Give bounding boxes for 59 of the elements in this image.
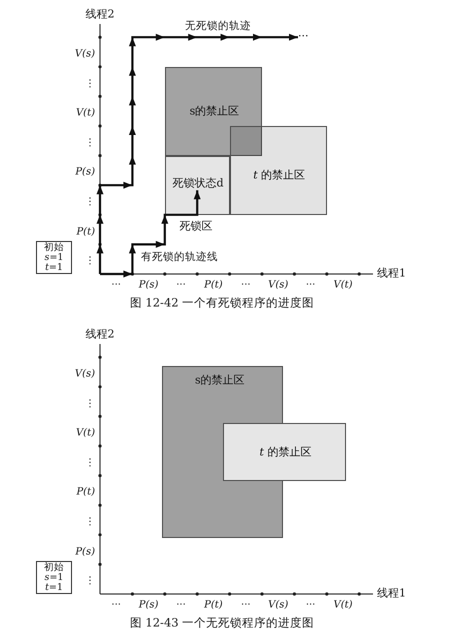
- ellipsis: ⋮: [85, 575, 95, 587]
- ellipsis: ···: [298, 30, 308, 44]
- state-heading: 初始: [44, 562, 64, 572]
- ellipsis: ···: [176, 279, 186, 291]
- ellipsis: ···: [111, 279, 121, 291]
- tick-label: P(t): [204, 599, 223, 611]
- tick-label: V(t): [333, 279, 353, 291]
- initial-state-box: [36, 241, 72, 274]
- tick-label: V(t): [76, 427, 95, 439]
- forbidden-region: [230, 126, 327, 215]
- ellipsis: ···: [306, 599, 316, 611]
- region-label: t 的禁止区: [253, 170, 306, 182]
- region-label: s的禁止区: [195, 374, 245, 388]
- deadlock-region: [164, 156, 230, 215]
- ellipsis: ⋮: [85, 78, 95, 90]
- ellipsis: ···: [241, 599, 251, 611]
- tick-label: P(s): [75, 546, 95, 558]
- ellipsis: ···: [111, 599, 121, 611]
- ellipsis: ···: [241, 279, 251, 291]
- state-value: s=1: [44, 572, 64, 582]
- region-label: s的禁止区: [190, 106, 240, 118]
- region-label: t 的禁止区: [260, 446, 312, 460]
- tick-label: V(s): [74, 48, 95, 60]
- forbidden-region: [164, 66, 262, 156]
- ellipsis: ⋮: [85, 398, 95, 410]
- tick-label: P(t): [76, 226, 95, 238]
- axis-title: 线程1: [377, 588, 406, 600]
- axis-title: 线程2: [86, 8, 114, 22]
- figure-caption: 图 12-43 一个无死锁程序的进度图: [130, 616, 314, 630]
- ellipsis: ···: [306, 279, 316, 291]
- tick-label: P(s): [138, 279, 158, 291]
- tick-label: V(s): [268, 279, 288, 291]
- ellipsis: ⋮: [85, 516, 95, 528]
- ellipsis: ⋮: [85, 137, 95, 149]
- tick-label: V(s): [268, 599, 288, 611]
- state-heading: 初始: [44, 242, 64, 252]
- edge-label: 无死锁的轨迹: [185, 20, 251, 32]
- forbidden-region: [223, 423, 346, 481]
- tick-label: P(t): [76, 486, 95, 498]
- region-label: 死锁区: [180, 220, 212, 234]
- state-value: t=1: [45, 582, 63, 592]
- ellipsis: ⋮: [85, 255, 95, 267]
- edge-label: 有死锁的轨迹线: [141, 250, 218, 264]
- initial-state-box: [36, 561, 72, 594]
- tick-label: P(t): [204, 279, 223, 291]
- figure-caption: 图 12-42 一个有死锁程序的进度图: [130, 296, 314, 310]
- tick-label: V(t): [333, 599, 353, 611]
- deadlock-state-label: 死锁状态d: [172, 178, 224, 190]
- ellipsis: ⋮: [85, 196, 95, 208]
- tick-label: V(s): [74, 368, 95, 380]
- state-value: t=1: [45, 262, 63, 272]
- tick-label: P(s): [75, 166, 95, 178]
- tick-label: P(s): [138, 599, 158, 611]
- axis-title: 线程1: [377, 268, 406, 280]
- ellipsis: ···: [176, 599, 186, 611]
- tick-label: V(t): [76, 107, 95, 119]
- state-value: s=1: [44, 252, 64, 262]
- axis-title: 线程2: [86, 328, 114, 342]
- ellipsis: ⋮: [85, 457, 95, 469]
